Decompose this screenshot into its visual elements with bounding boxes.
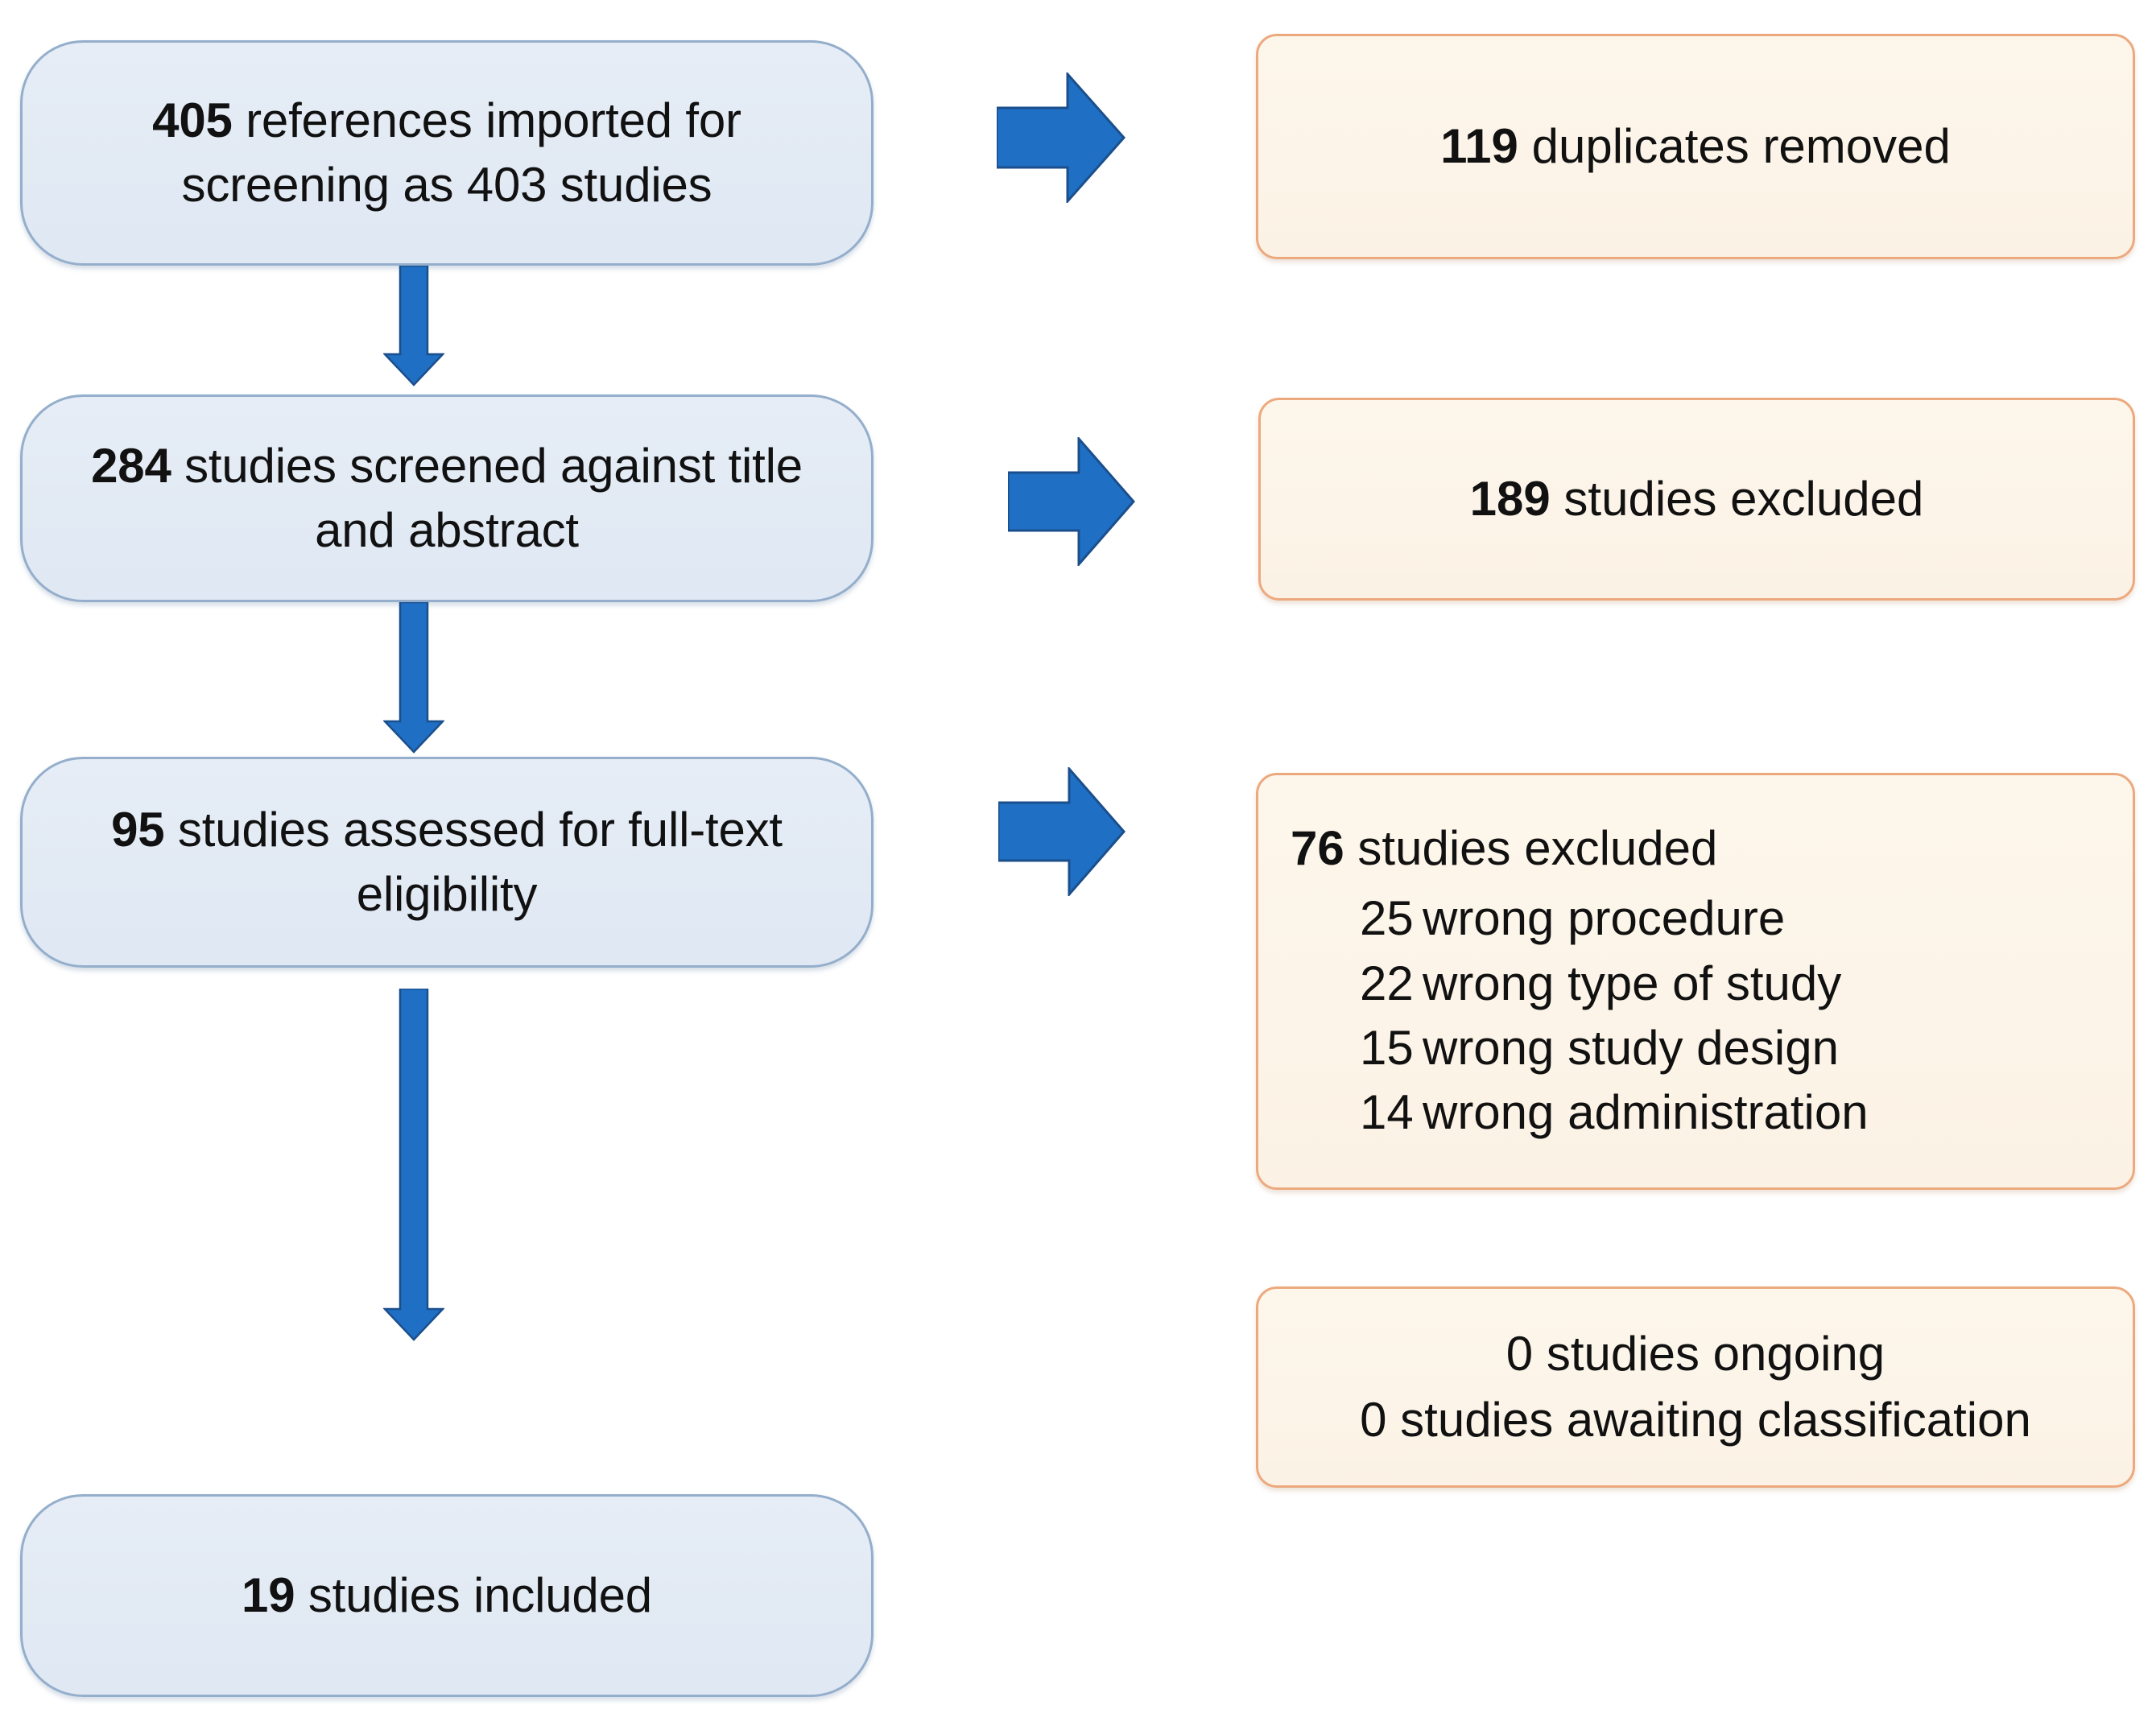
result-label-excluded-title-abstract: studies excluded bbox=[1550, 471, 1924, 526]
exclusion-reason-label: wrong type of study bbox=[1423, 956, 1842, 1010]
exclusion-reason-label: wrong study design bbox=[1423, 1021, 1839, 1075]
stage-text-included: 19 studies included bbox=[242, 1563, 652, 1628]
arrow-down-imported-to-screened bbox=[383, 266, 444, 386]
result-label-duplicates: duplicates removed bbox=[1518, 118, 1951, 173]
exclusion-reason-label: wrong procedure bbox=[1423, 891, 1786, 946]
arrow-right-duplicates bbox=[997, 72, 1125, 203]
result-count-duplicates: 119 bbox=[1440, 118, 1518, 173]
stage-label-screened-line1: studies screened against title bbox=[171, 439, 803, 493]
result-count-excluded-title-abstract: 189 bbox=[1469, 471, 1551, 526]
stage-label-screened-line2: and abstract bbox=[315, 503, 579, 557]
stage-label-fulltext-line1: studies assessed for full-text bbox=[164, 803, 783, 857]
stage-box-fulltext: 95 studies assessed for full-text eligib… bbox=[20, 757, 874, 968]
exclusion-reason-label: wrong administration bbox=[1423, 1085, 1869, 1140]
result-box-ongoing-awaiting: 0 studies ongoing 0 studies awaiting cla… bbox=[1256, 1286, 2135, 1488]
stage-text-screened: 284 studies screened against title and a… bbox=[91, 434, 803, 563]
stage-label-imported-line1: references imported for bbox=[232, 93, 741, 148]
studies-ongoing-line: 0 studies ongoing bbox=[1505, 1327, 1885, 1381]
result-text-duplicates: 119 duplicates removed bbox=[1440, 114, 1951, 179]
exclusion-reason-count: 15 bbox=[1360, 1021, 1414, 1075]
arrow-down-fulltext-to-included bbox=[383, 989, 444, 1341]
stage-box-screened: 284 studies screened against title and a… bbox=[20, 394, 874, 602]
exclusion-reason-count: 25 bbox=[1360, 891, 1414, 946]
exclusion-reason-count: 22 bbox=[1360, 956, 1414, 1010]
stage-text-fulltext: 95 studies assessed for full-text eligib… bbox=[111, 798, 783, 927]
arrow-right-excluded-fulltext bbox=[998, 767, 1125, 896]
stage-text-imported: 405 references imported for screening as… bbox=[152, 89, 741, 217]
stage-label-imported-line2: screening as 403 studies bbox=[181, 158, 712, 212]
ongoing-awaiting-text: 0 studies ongoing 0 studies awaiting cla… bbox=[1360, 1321, 2031, 1452]
studies-awaiting-classification-line: 0 studies awaiting classification bbox=[1360, 1393, 2031, 1447]
stage-count-imported: 405 bbox=[152, 93, 233, 148]
result-box-excluded-title-abstract: 189 studies excluded bbox=[1258, 398, 2135, 601]
arrow-right-excluded-title-abstract bbox=[1008, 437, 1135, 566]
stage-label-included: studies included bbox=[295, 1568, 652, 1623]
stage-label-fulltext-line2: eligibility bbox=[356, 867, 538, 921]
result-box-duplicates: 119 duplicates removed bbox=[1256, 34, 2135, 259]
result-text-excluded-title-abstract: 189 studies excluded bbox=[1470, 467, 1924, 531]
stage-box-included: 19 studies included bbox=[20, 1494, 874, 1697]
stage-box-imported: 405 references imported for screening as… bbox=[20, 40, 874, 266]
stage-count-fulltext: 95 bbox=[111, 803, 165, 857]
exclusion-count: 76 bbox=[1291, 821, 1344, 876]
stage-count-included: 19 bbox=[242, 1568, 295, 1623]
exclusion-heading: 76 studies excluded bbox=[1291, 817, 1869, 880]
arrow-down-screened-to-fulltext bbox=[383, 602, 444, 754]
exclusion-label: studies excluded bbox=[1344, 821, 1718, 876]
stage-count-screened: 284 bbox=[91, 439, 171, 493]
exclusion-reason-count: 14 bbox=[1360, 1085, 1414, 1140]
